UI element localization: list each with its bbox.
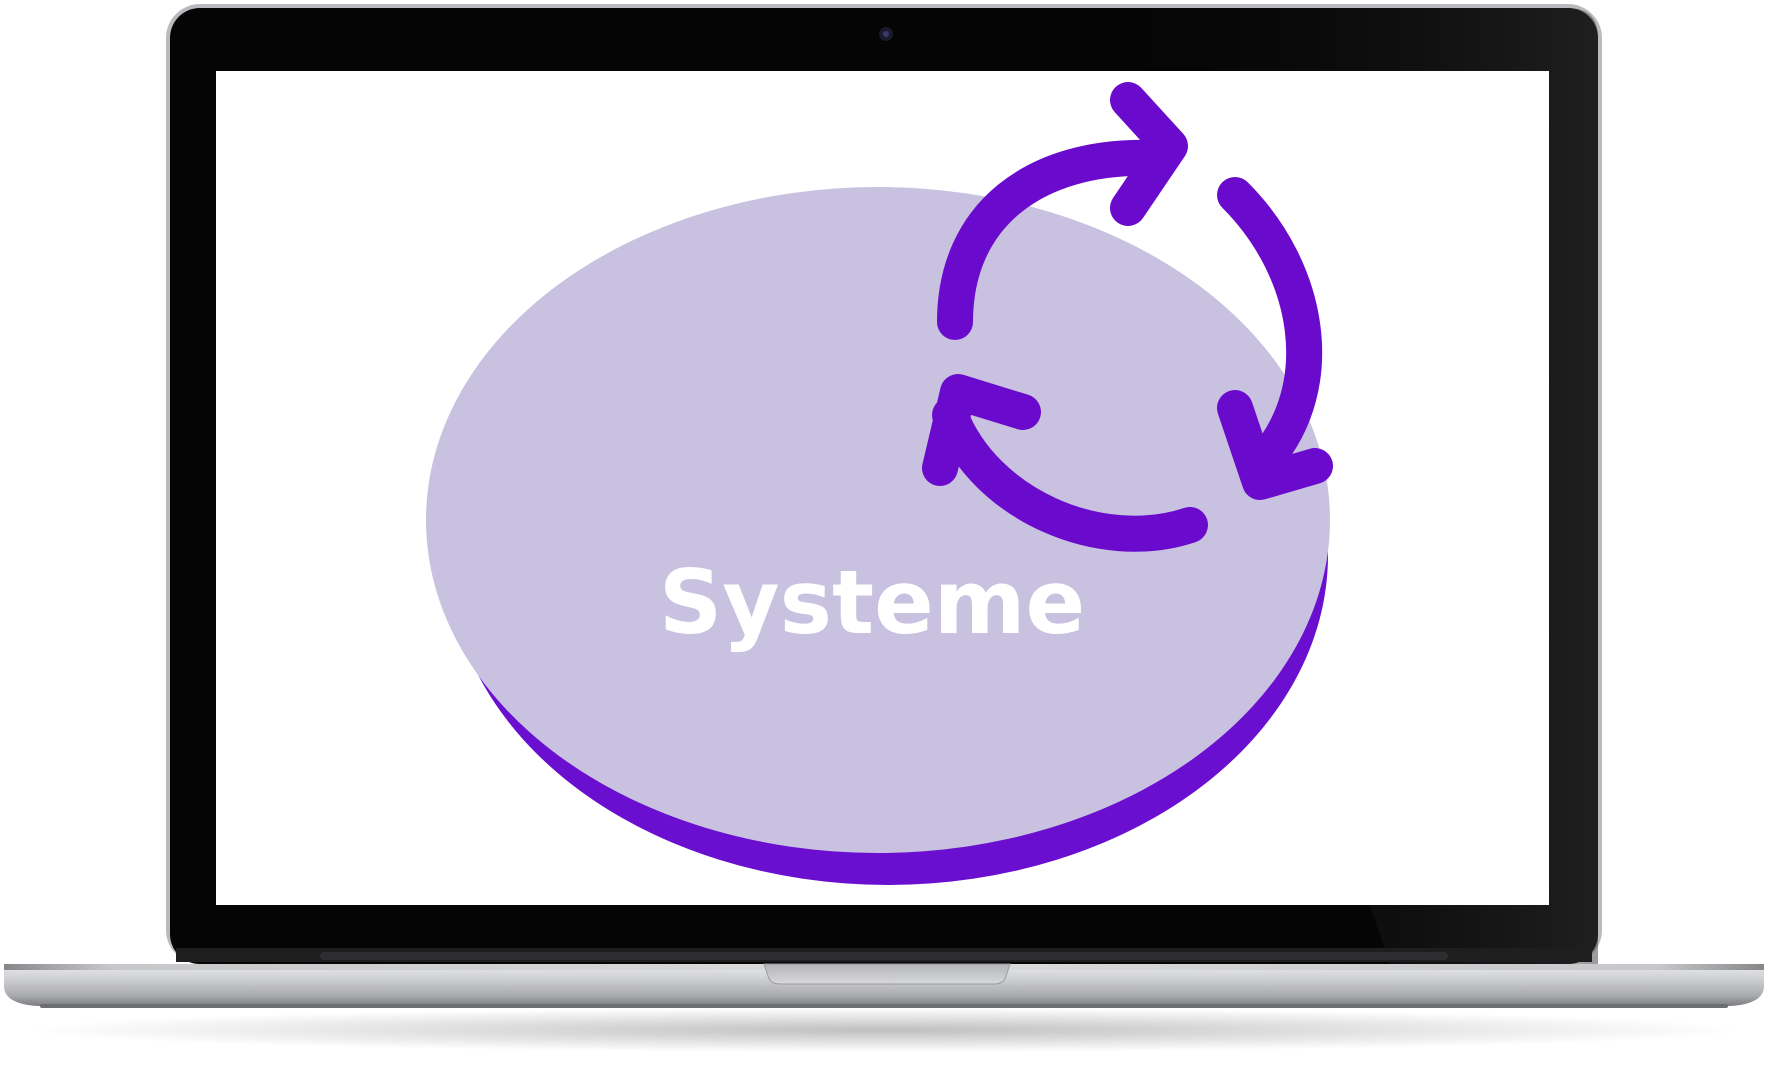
screen-content: Systeme xyxy=(426,82,1333,885)
system-label: Systeme xyxy=(659,551,1085,654)
refresh-cycle-icon xyxy=(922,82,1333,552)
hinge-detail xyxy=(320,952,1448,960)
system-ellipse xyxy=(426,187,1330,853)
screen: Systeme xyxy=(216,71,1549,905)
laptop-base xyxy=(4,963,1764,1008)
floor-shadow xyxy=(24,1008,1744,1052)
base-body xyxy=(4,964,1764,1006)
base-notch xyxy=(763,963,1011,985)
base-bottom-edge xyxy=(40,1004,1728,1008)
webcam-lens xyxy=(883,31,889,37)
